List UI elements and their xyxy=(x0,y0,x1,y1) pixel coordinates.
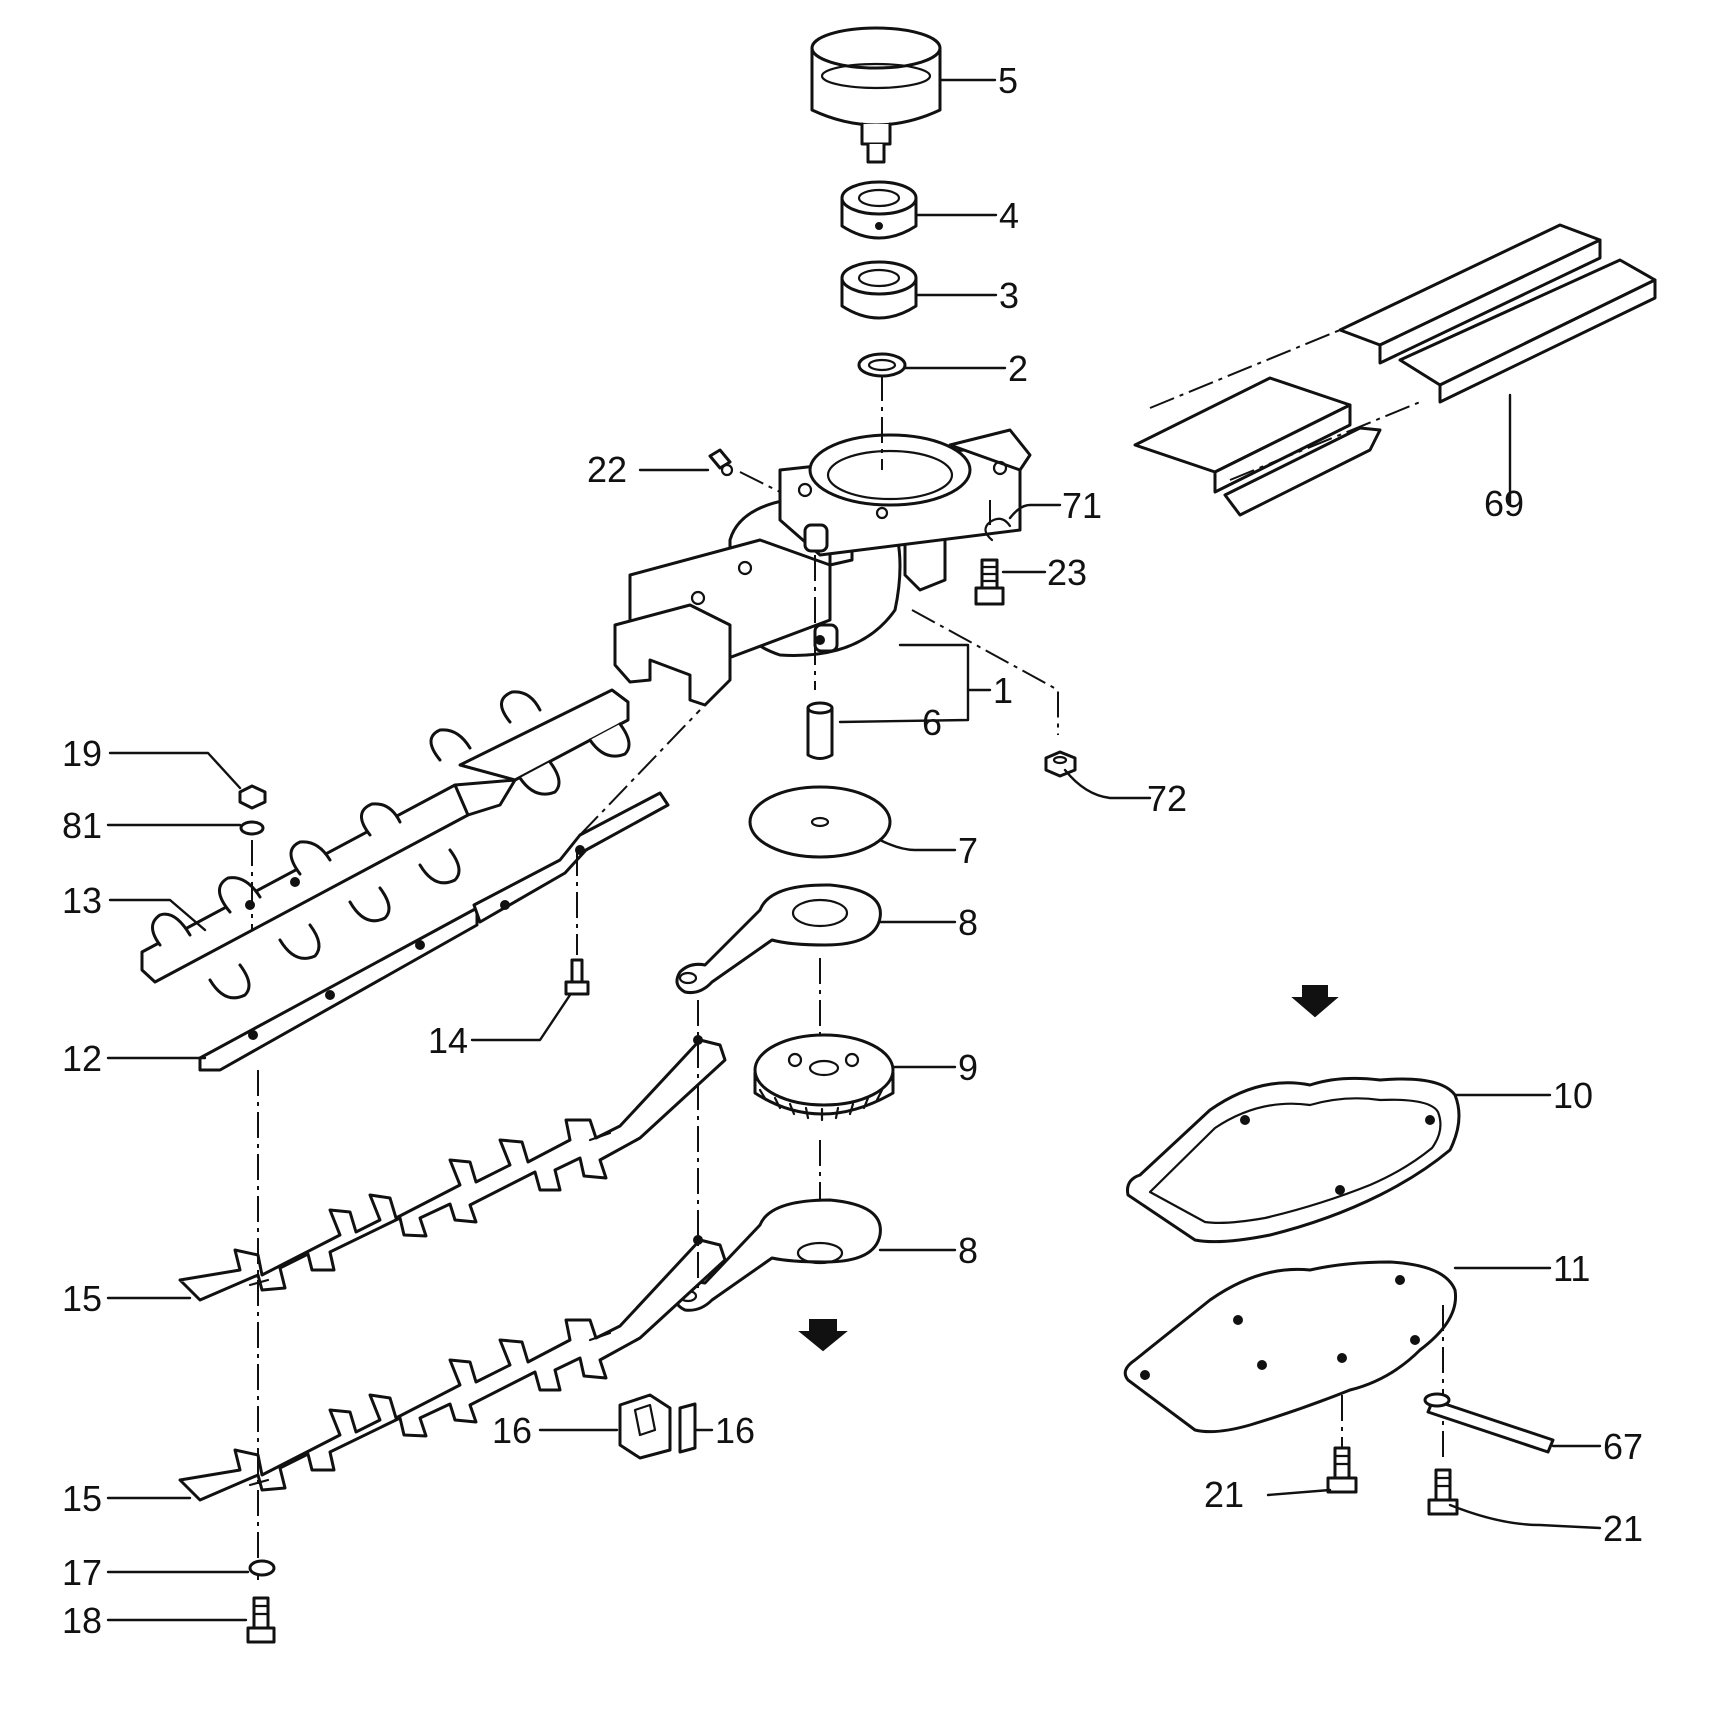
part-72-nut xyxy=(1044,750,1077,778)
label-14: 14 xyxy=(428,1020,468,1061)
part-21-bolt-left xyxy=(1326,1446,1358,1494)
label-23: 23 xyxy=(1047,552,1087,593)
label-7: 7 xyxy=(958,830,978,871)
axis-72 xyxy=(911,609,1059,735)
label-6: 6 xyxy=(922,702,942,743)
label-81: 81 xyxy=(62,805,102,846)
part-7-plate xyxy=(748,785,892,859)
part-69-blade-cover xyxy=(1133,223,1657,517)
label-18: 18 xyxy=(62,1600,102,1641)
label-15-upper: 15 xyxy=(62,1278,102,1319)
part-17-washer xyxy=(248,1559,276,1577)
label-71: 71 xyxy=(1062,485,1102,526)
label-9: 9 xyxy=(958,1047,978,1088)
axis-22 xyxy=(739,471,781,493)
axis-69 xyxy=(1149,329,1341,409)
part-5-drum xyxy=(810,26,942,164)
part-23-bolt xyxy=(974,558,1005,606)
part-11-cover-plate xyxy=(1123,1260,1458,1434)
part-12-guard-plate xyxy=(198,791,670,1072)
part-10-gasket xyxy=(1126,1076,1461,1244)
part-8-upper-crank xyxy=(675,883,882,994)
part-9-gear xyxy=(753,1033,895,1122)
label-19: 19 xyxy=(62,733,102,774)
label-1: 1 xyxy=(993,670,1013,711)
part-18-bolt xyxy=(246,1596,276,1644)
axis-69b xyxy=(1229,401,1421,481)
part-81-washer xyxy=(239,820,265,836)
label-16-left: 16 xyxy=(492,1410,532,1451)
label-5: 5 xyxy=(998,60,1018,101)
label-12: 12 xyxy=(62,1038,102,1079)
part-21-bolt-right xyxy=(1427,1468,1459,1516)
label-72: 72 xyxy=(1147,778,1187,819)
label-21-right: 21 xyxy=(1603,1508,1643,1549)
label-67: 67 xyxy=(1603,1426,1643,1467)
part-2-snap-ring xyxy=(857,352,907,378)
label-16-right: 16 xyxy=(715,1410,755,1451)
label-2: 2 xyxy=(1008,348,1028,389)
part-4-bearing xyxy=(840,180,918,240)
callout-labels: 5 4 3 2 22 71 23 1 6 72 7 8 9 8 69 10 11… xyxy=(62,60,1643,1641)
leader-lines xyxy=(106,78,1602,1622)
label-10: 10 xyxy=(1553,1075,1593,1116)
part-14-screw xyxy=(564,958,590,996)
label-17: 17 xyxy=(62,1552,102,1593)
part-6-pin xyxy=(806,701,834,760)
part-19-nut xyxy=(238,784,267,810)
part-67-rod xyxy=(1423,1392,1555,1454)
label-8-upper: 8 xyxy=(958,902,978,943)
part-3-bearing xyxy=(840,260,918,320)
label-69: 69 xyxy=(1484,483,1524,524)
part-13-blade-guard xyxy=(140,688,631,1000)
label-21-left: 21 xyxy=(1204,1474,1244,1515)
label-4: 4 xyxy=(999,195,1019,236)
label-8-lower: 8 xyxy=(958,1230,978,1271)
axis-guard xyxy=(579,709,701,836)
part-15-upper-blade xyxy=(178,1035,727,1302)
label-22: 22 xyxy=(587,449,627,490)
part-16-clip xyxy=(618,1393,697,1460)
label-13: 13 xyxy=(62,880,102,921)
arrow-down-icon xyxy=(1291,985,1339,1018)
label-15-lower: 15 xyxy=(62,1478,102,1519)
arrow-down-icon xyxy=(798,1319,848,1352)
label-11: 11 xyxy=(1553,1248,1590,1289)
part-22-grease-nipple xyxy=(708,448,734,477)
label-3: 3 xyxy=(999,275,1019,316)
